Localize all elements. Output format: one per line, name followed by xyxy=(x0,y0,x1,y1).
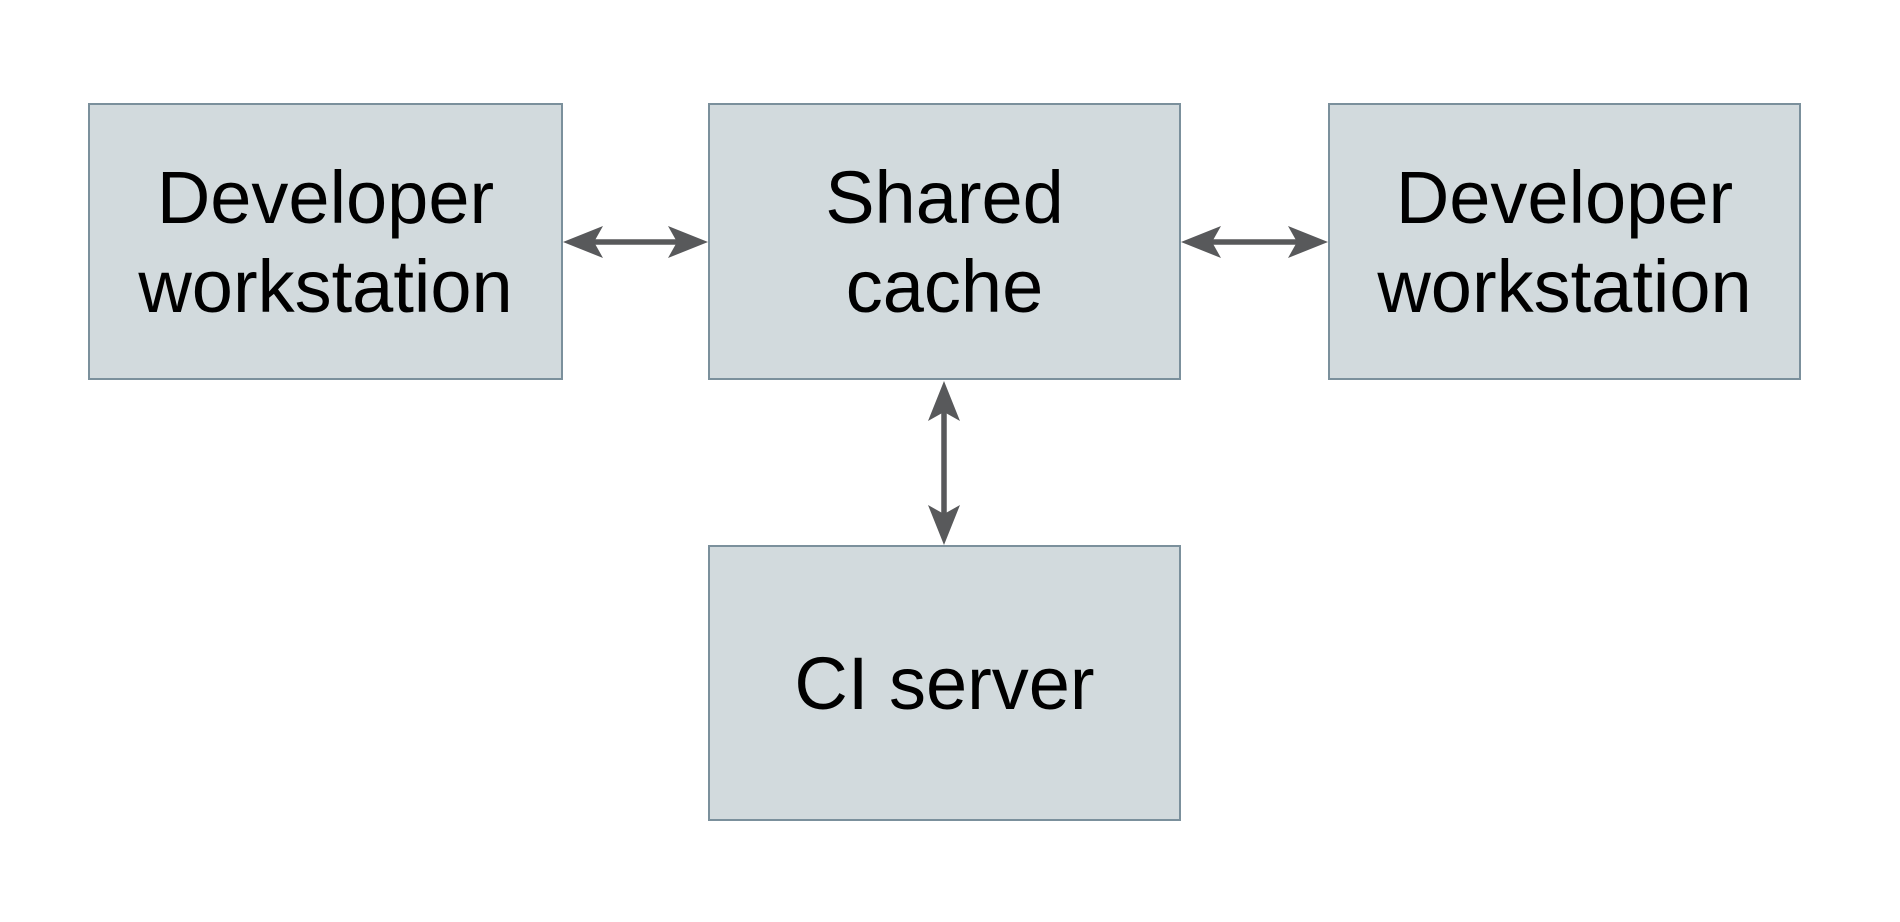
node-ci-server-label: CI server xyxy=(794,641,1095,725)
node-ci-server: CI server xyxy=(708,545,1181,821)
bidirectional-arrow-cache-to-ci-server xyxy=(928,381,960,545)
arrowhead-down-icon xyxy=(928,505,960,545)
node-shared-cache: Shared cache xyxy=(708,103,1181,380)
arrow-shaft xyxy=(941,410,947,516)
node-developer-workstation-right: Developer workstation xyxy=(1328,103,1801,380)
arrowhead-left-icon xyxy=(1181,226,1221,258)
arrowhead-up-icon xyxy=(928,381,960,421)
arrow-shaft xyxy=(1210,239,1299,245)
arrowhead-left-icon xyxy=(563,226,603,258)
node-developer-workstation-right-label: Developer workstation xyxy=(1377,155,1752,328)
node-developer-workstation-left-label: Developer workstation xyxy=(138,155,513,328)
node-shared-cache-label: Shared cache xyxy=(825,155,1064,328)
arrowhead-right-icon xyxy=(1288,226,1328,258)
node-developer-workstation-left: Developer workstation xyxy=(88,103,563,380)
arrowhead-right-icon xyxy=(668,226,708,258)
bidirectional-arrow-cache-to-right-workstation xyxy=(1181,226,1328,258)
bidirectional-arrow-left-workstation-to-cache xyxy=(563,226,708,258)
arrow-shaft xyxy=(592,239,679,245)
